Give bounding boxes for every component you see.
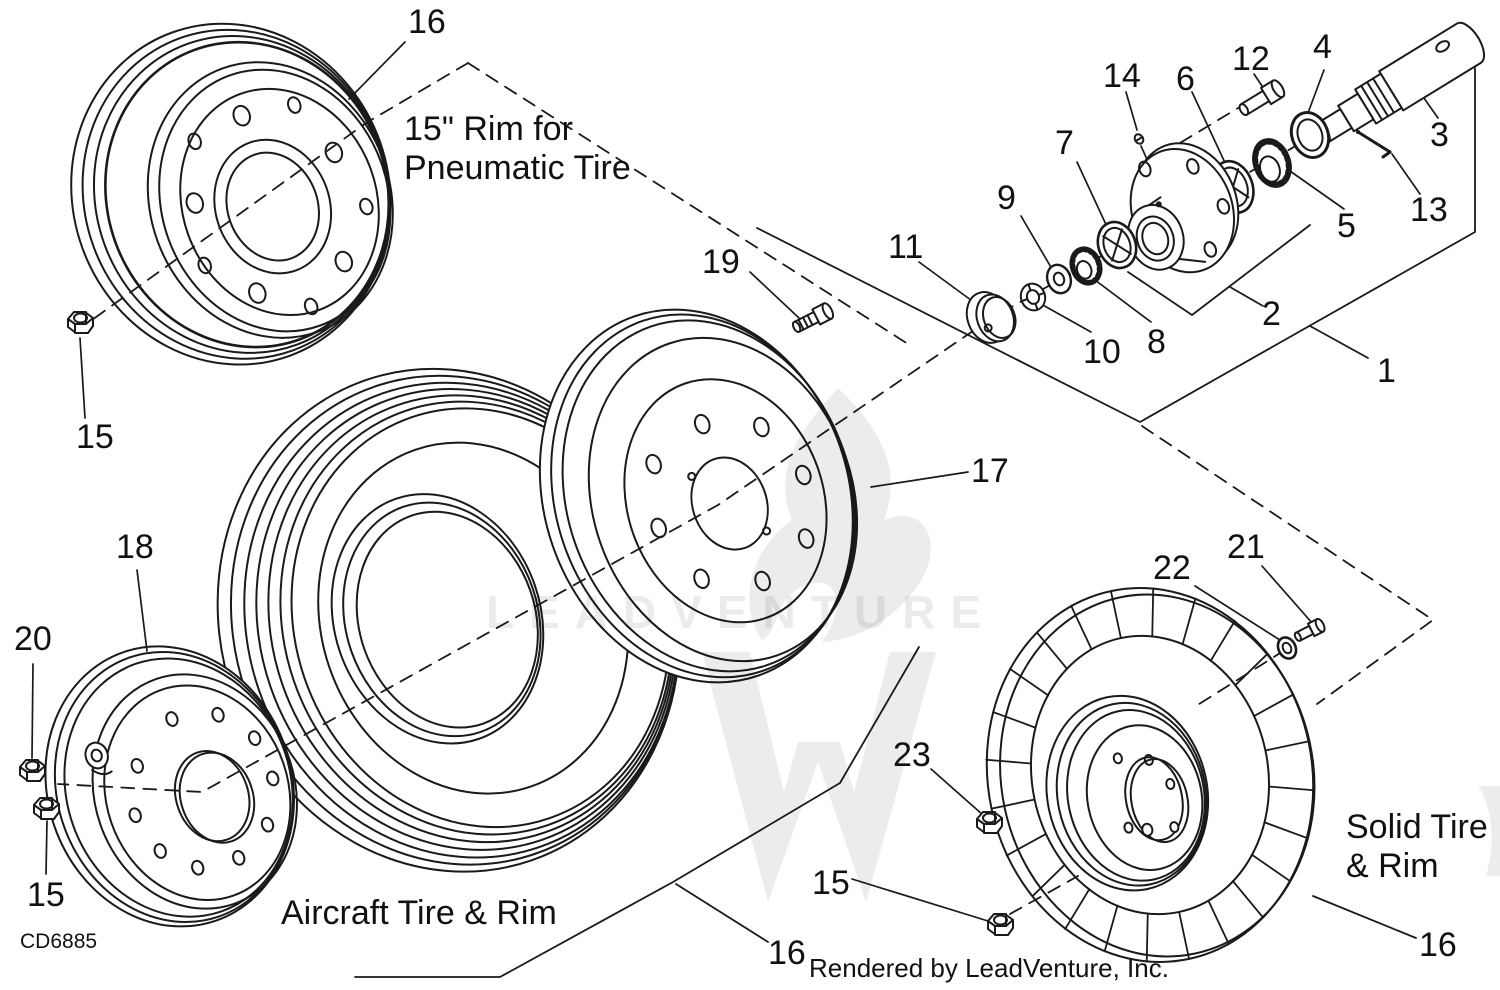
callout-3: 3 (1430, 116, 1449, 154)
callout-7: 7 (1055, 124, 1074, 162)
callout-5: 5 (1337, 207, 1356, 245)
screw-14-drawing (1133, 133, 1145, 145)
callout-13: 13 (1410, 191, 1448, 229)
callout-6: 6 (1176, 60, 1195, 98)
callout-21: 21 (1227, 528, 1265, 566)
dust-cap-drawing (965, 291, 1017, 344)
callout-12: 12 (1232, 40, 1270, 78)
callout-19: 19 (702, 243, 740, 281)
callout-14: 14 (1103, 57, 1141, 95)
callout-16-bottom: 16 (768, 934, 806, 972)
nut-23 (976, 811, 1003, 834)
caption-solid-tire: Solid Tire & Rim (1346, 808, 1488, 886)
leadventure-flame-watermark (702, 388, 1500, 902)
bolt-21-drawing (1293, 617, 1326, 642)
nut-20 (19, 759, 46, 782)
rendered-by-credit: Rendered by LeadVenture, Inc. (809, 953, 1169, 983)
axle-shaft-drawing (1315, 21, 1486, 144)
tread-fins (985, 587, 1315, 963)
aircraft-rim-drawing (44, 645, 298, 928)
callout-11: 11 (888, 228, 924, 266)
pneumatic-rim-drawing (70, 22, 394, 366)
seal-7-drawing (1096, 220, 1138, 270)
washer-22-drawing (1276, 636, 1298, 660)
callout-10: 10 (1083, 333, 1121, 371)
callout-9: 9 (997, 179, 1016, 217)
valve-stem-drawing (84, 741, 113, 776)
callout-23: 23 (893, 736, 931, 774)
callout-4: 4 (1313, 28, 1332, 66)
callout-2: 2 (1262, 295, 1281, 333)
callout-15-left: 15 (27, 876, 65, 914)
caption-aircraft-tire: Aircraft Tire & Rim (281, 894, 557, 932)
caption-pneumatic-rim: 15" Rim for Pneumatic Tire (404, 110, 631, 188)
retainer-10-drawing (1019, 282, 1047, 312)
callout-15-top-left: 15 (76, 418, 114, 456)
callout-16-top: 16 (408, 3, 446, 41)
solid-tire-drawing (985, 587, 1316, 963)
seal-4-drawing (1289, 111, 1331, 159)
washer-9-drawing (1045, 263, 1073, 295)
wheel-hub-drawing (1127, 142, 1240, 274)
brake-drum-drawing (538, 308, 859, 684)
bearing-8-drawing (1069, 246, 1103, 286)
callout-18: 18 (116, 528, 154, 566)
bolt-12-drawing (1238, 79, 1286, 117)
callout-15-bottom: 15 (812, 864, 850, 902)
callout-1: 1 (1377, 352, 1396, 390)
nut-15-bottom (987, 913, 1014, 936)
cotter-pin-drawing (1356, 130, 1392, 159)
bolt-19-drawing (791, 302, 835, 333)
assembly-boundaries (354, 67, 1476, 978)
nut-15-left (33, 797, 60, 820)
callout-22: 22 (1153, 549, 1191, 587)
bearing-5-drawing (1252, 138, 1292, 188)
callout-8: 8 (1147, 323, 1166, 361)
diagram-code: CD6885 (20, 930, 98, 953)
nut-15-top-left (67, 311, 94, 334)
callout-17: 17 (971, 452, 1009, 490)
leadventure-text-watermark: LEADVENTURE (486, 586, 997, 638)
callout-20: 20 (14, 620, 52, 658)
callout-16-right: 16 (1419, 926, 1457, 964)
